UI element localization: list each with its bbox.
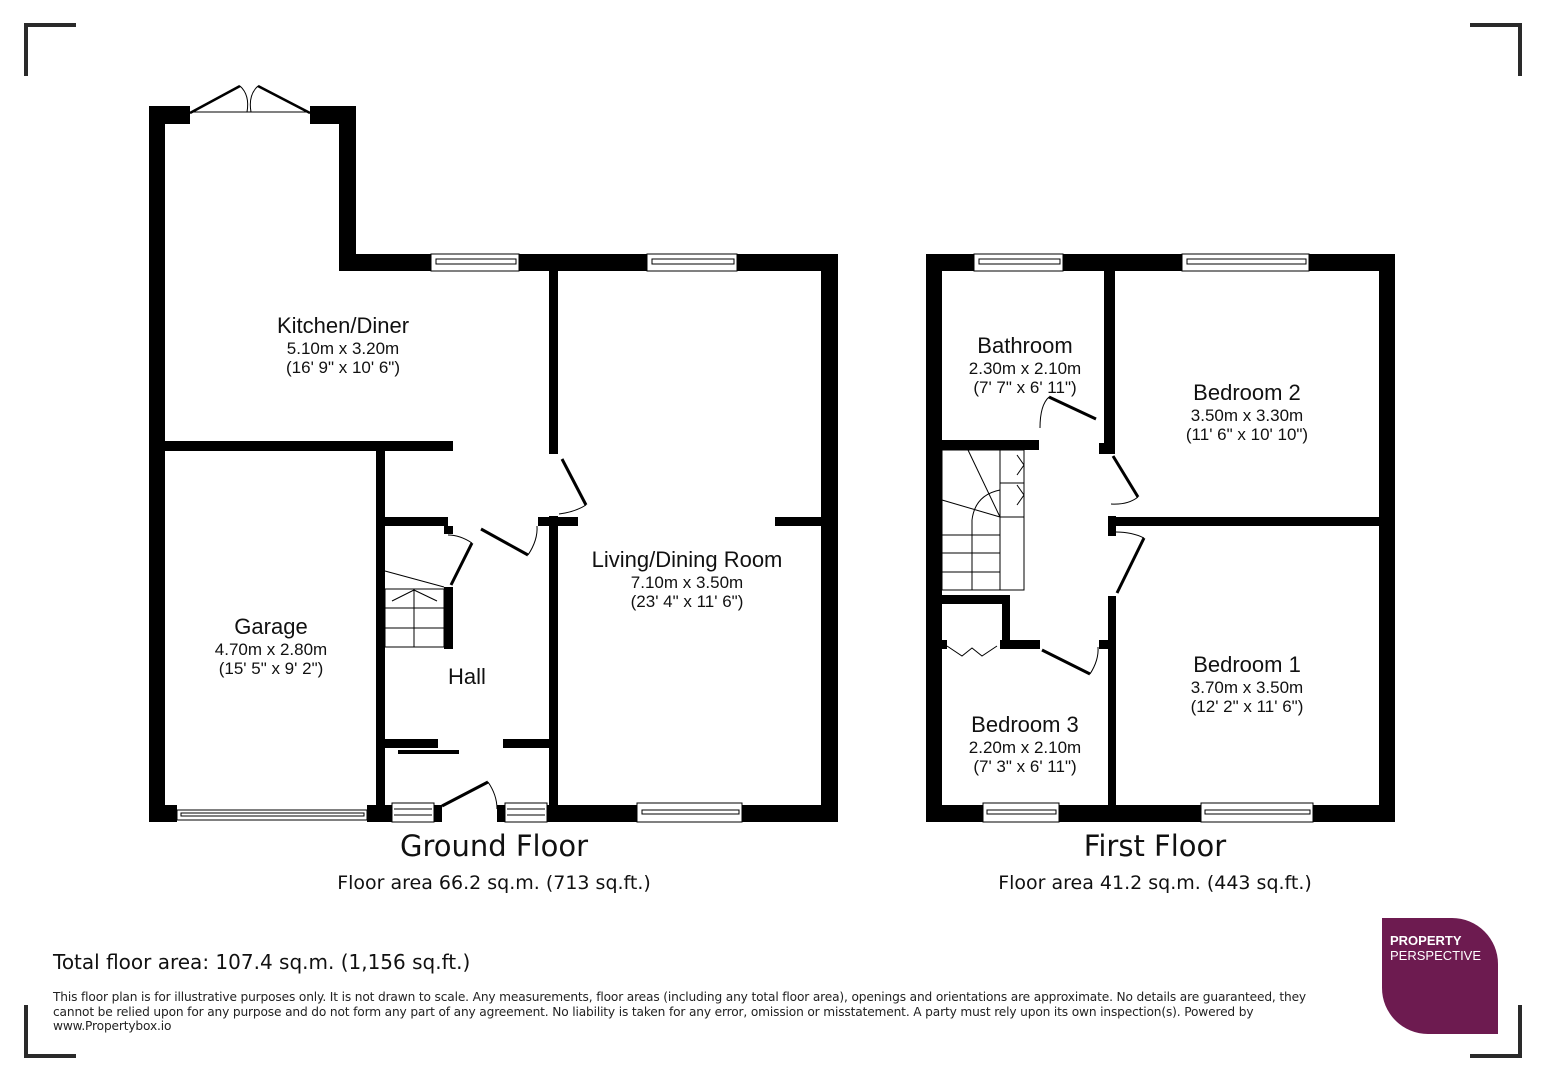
logo-line-1: PROPERTY	[1390, 933, 1462, 948]
room-kitchen-diner: Kitchen/Diner 5.10m x 3.20m (16' 9" x 10…	[276, 313, 410, 377]
room-name: Bathroom	[977, 333, 1073, 358]
total-floor-area: Total floor area: 107.4 sq.m. (1,156 sq.…	[53, 950, 471, 974]
frame-corner-top-left-v	[24, 23, 28, 76]
room-dimensions-metric: 3.50m x 3.30m	[1190, 405, 1304, 425]
room-name: Kitchen/Diner	[276, 313, 410, 338]
room-name: Garage	[234, 614, 308, 639]
room-dimensions-metric: 4.70m x 2.80m	[214, 639, 328, 659]
room-name: Living/Dining Room	[591, 547, 783, 572]
room-dimensions-metric: 3.70m x 3.50m	[1190, 677, 1304, 697]
first-floor-title: First Floor	[1083, 829, 1227, 863]
room-dimensions-imperial: (12' 2" x 11' 6")	[1190, 696, 1304, 716]
room-dimensions-imperial: (16' 9" x 10' 6")	[285, 357, 401, 377]
room-name: Hall	[448, 664, 486, 689]
room-garage: Garage 4.70m x 2.80m (15' 5" x 9' 2")	[214, 614, 328, 678]
room-bathroom: Bathroom 2.30m x 2.10m (7' 7" x 6' 11")	[968, 333, 1082, 397]
ground-floor-area: Floor area 66.2 sq.m. (713 sq.ft.)	[337, 872, 651, 894]
ground-floor-stairs	[384, 570, 445, 648]
ground-floor-walls	[149, 106, 838, 822]
room-name: Bedroom 2	[1193, 380, 1301, 405]
frame-corner-bottom-right-v	[1518, 1005, 1522, 1058]
frame-corner-top-right-h	[1470, 23, 1522, 27]
first-floor-area: Floor area 41.2 sq.m. (443 sq.ft.)	[998, 872, 1312, 894]
first-floor-windows	[973, 253, 1314, 823]
room-name: Bedroom 3	[971, 712, 1079, 737]
room-dimensions-imperial: (23' 4" x 11' 6")	[630, 591, 744, 611]
ground-floor-doors	[189, 84, 588, 810]
room-bedroom-3: Bedroom 3 2.20m x 2.10m (7' 3" x 6' 11")	[968, 712, 1082, 776]
frame-corner-top-left-h	[24, 23, 76, 27]
frame-corner-top-right-v	[1518, 23, 1522, 76]
room-bedroom-2: Bedroom 2 3.50m x 3.30m (11' 6" x 10' 10…	[1185, 380, 1309, 444]
first-floor-walls	[926, 254, 1395, 822]
room-dimensions-imperial: (15' 5" x 9' 2")	[218, 658, 324, 678]
room-name: Bedroom 1	[1193, 652, 1301, 677]
room-bedroom-1: Bedroom 1 3.70m x 3.50m (12' 2" x 11' 6"…	[1190, 652, 1304, 716]
room-dimensions-metric: 2.20m x 2.10m	[968, 737, 1082, 757]
disclaimer-text: This floor plan is for illustrative purp…	[53, 990, 1306, 1033]
ground-floor-windows	[176, 253, 743, 823]
room-dimensions-imperial: (7' 7" x 6' 11")	[973, 377, 1077, 397]
ground-floor-title: Ground Floor	[399, 829, 589, 863]
room-dimensions-imperial: (11' 6" x 10' 10")	[1185, 424, 1309, 444]
room-dimensions-metric: 2.30m x 2.10m	[968, 358, 1082, 378]
room-living-dining: Living/Dining Room 7.10m x 3.50m (23' 4"…	[591, 547, 783, 611]
room-dimensions-imperial: (7' 3" x 6' 11")	[973, 756, 1077, 776]
logo-line-2: PERSPECTIVE	[1390, 948, 1482, 963]
frame-corner-bottom-left-v	[24, 1005, 28, 1058]
first-floor-stairs	[941, 449, 1025, 591]
first-floor-doors	[946, 395, 1146, 676]
frame-corner-bottom-left-h	[24, 1054, 76, 1058]
property-perspective-logo: PROPERTY PERSPECTIVE	[1382, 918, 1498, 1034]
frame-corner-bottom-right-h	[1470, 1054, 1522, 1058]
room-hall: Hall	[448, 664, 486, 690]
room-dimensions-metric: 5.10m x 3.20m	[286, 338, 400, 358]
room-dimensions-metric: 7.10m x 3.50m	[630, 572, 744, 592]
